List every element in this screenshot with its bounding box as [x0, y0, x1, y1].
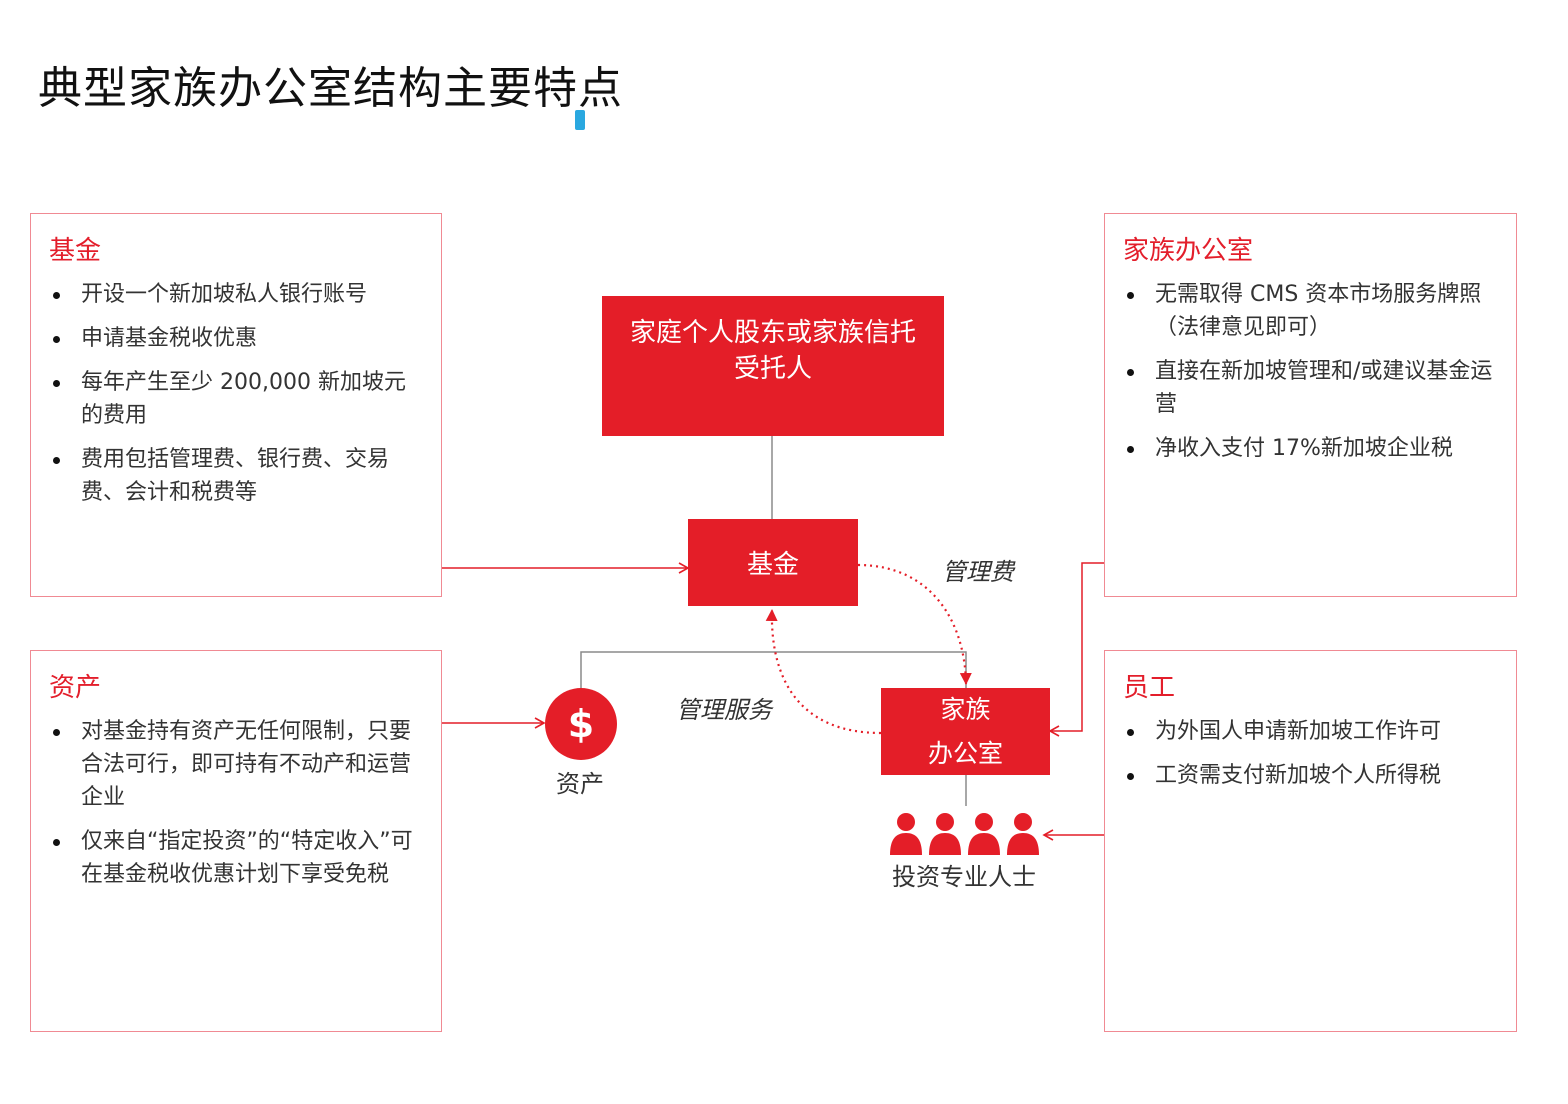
- arrow-family-office-panel: [1048, 562, 1104, 737]
- list-item: 仅来自“指定投资”的“特定收入”可在基金税收优惠计划下享受免税: [51, 825, 425, 891]
- family-office-panel-title: 家族办公室: [1123, 236, 1254, 266]
- staff-panel-list: 为外国人申请新加坡工作许可 工资需支付新加坡个人所得税: [1125, 715, 1500, 803]
- connector-assets-office: [580, 651, 967, 689]
- assets-panel: 资产 对基金持有资产无任何限制，只要合法可行，即可持有不动产和运营企业 仅来自“…: [30, 650, 442, 1032]
- dollar-icon: $: [545, 688, 617, 760]
- fund-panel-list: 开设一个新加坡私人银行账号 申请基金税收优惠 每年产生至少 200,000 新加…: [51, 278, 425, 520]
- family-office-node-line1: 家族: [940, 694, 991, 724]
- cursor-marker: [575, 110, 585, 130]
- list-item: 工资需支付新加坡个人所得税: [1125, 759, 1500, 792]
- assets-panel-list: 对基金持有资产无任何限制，只要合法可行，即可持有不动产和运营企业 仅来自“指定投…: [51, 715, 425, 902]
- list-item: 净收入支付 17%新加坡企业税: [1125, 432, 1500, 465]
- list-item: 费用包括管理费、银行费、交易费、会计和税费等: [51, 443, 425, 509]
- investment-professionals-label: 投资专业人士: [892, 863, 1036, 891]
- staff-panel: 员工 为外国人申请新加坡工作许可 工资需支付新加坡个人所得税: [1104, 650, 1517, 1032]
- family-office-panel-list: 无需取得 CMS 资本市场服务牌照（法律意见即可） 直接在新加坡管理和/或建议基…: [1125, 278, 1500, 476]
- fund-node-label: 基金: [746, 550, 799, 580]
- people-icon: [890, 813, 1039, 855]
- family-office-panel: 家族办公室 无需取得 CMS 资本市场服务牌照（法律意见即可） 直接在新加坡管理…: [1104, 213, 1517, 597]
- trustee-node: 家庭个人股东或家族信托受托人: [602, 296, 944, 436]
- list-item: 为外国人申请新加坡工作许可: [1125, 715, 1500, 748]
- list-item: 无需取得 CMS 资本市场服务牌照（法律意见即可）: [1125, 278, 1500, 344]
- assets-label: 资产: [556, 770, 604, 798]
- staff-panel-title: 员工: [1123, 673, 1176, 703]
- trustee-node-label: 家庭个人股东或家族信托受托人: [629, 318, 916, 384]
- list-item: 每年产生至少 200,000 新加坡元的费用: [51, 366, 425, 432]
- family-office-node: 家族 办公室: [881, 688, 1050, 775]
- fund-panel-title: 基金: [49, 236, 102, 266]
- management-service-label: 管理服务: [676, 696, 772, 724]
- list-item: 直接在新加坡管理和/或建议基金运营: [1125, 355, 1500, 421]
- management-fee-label: 管理费: [942, 558, 1014, 586]
- assets-panel-title: 资产: [49, 673, 102, 703]
- list-item: 对基金持有资产无任何限制，只要合法可行，即可持有不动产和运营企业: [51, 715, 425, 814]
- arrow-management-service: [765, 609, 882, 735]
- list-item: 开设一个新加坡私人银行账号: [51, 278, 425, 311]
- arrow-management-fee: [857, 563, 972, 685]
- fund-node: 基金: [688, 519, 858, 606]
- fund-panel: 基金 开设一个新加坡私人银行账号 申请基金税收优惠 每年产生至少 200,000…: [30, 213, 442, 597]
- list-item: 申请基金税收优惠: [51, 322, 425, 355]
- page-title: 典型家族办公室结构主要特点: [38, 63, 623, 114]
- family-office-node-line2: 办公室: [927, 738, 1003, 768]
- svg-text:$: $: [568, 702, 594, 746]
